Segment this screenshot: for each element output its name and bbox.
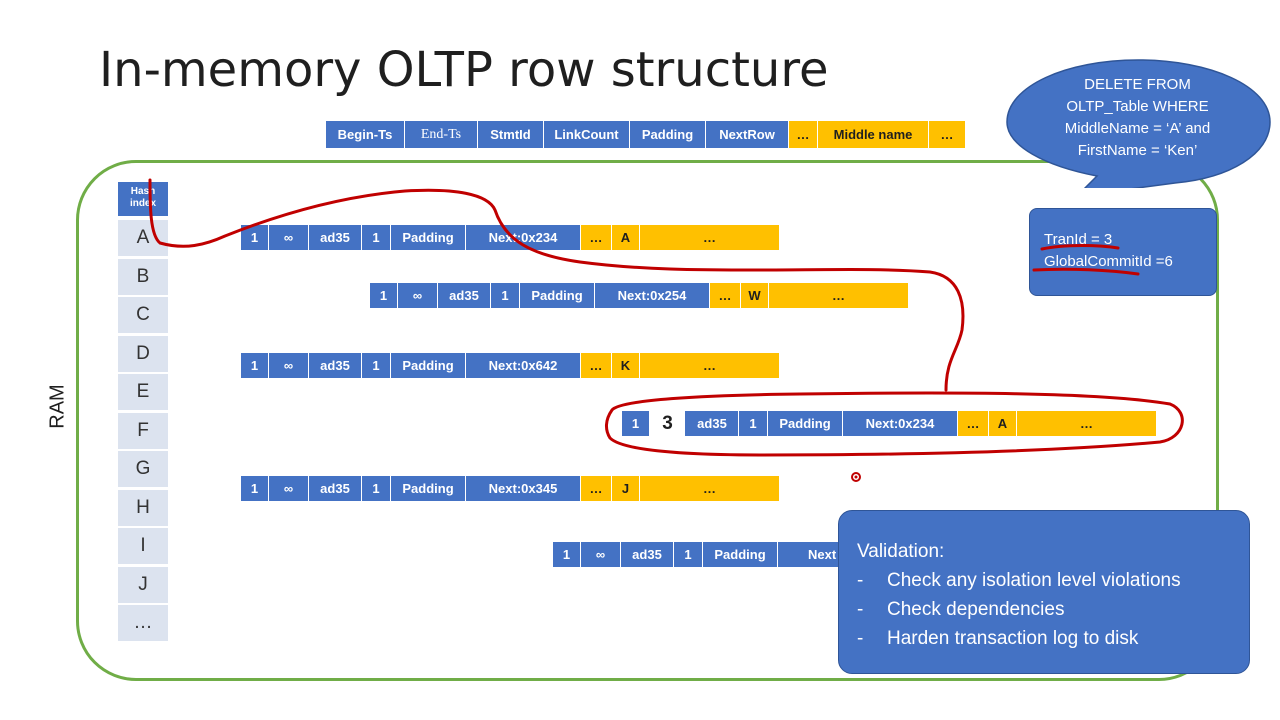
row-next-pointer: Next:0x642: [466, 353, 581, 378]
row-middle-name: J: [612, 476, 640, 501]
hash-bucket: H: [118, 489, 168, 526]
row-version-deleted: 1 3 ad35 1 Padding Next:0x234 … A …: [622, 411, 1157, 436]
row-padding: Padding: [703, 542, 778, 567]
validation-item: -Check dependencies: [857, 599, 1065, 620]
row-end-ts: ∞: [269, 353, 309, 378]
transaction-info-box: TranId = 3 GlobalCommitId =6: [1029, 208, 1217, 296]
row-stmtid: ad35: [309, 225, 362, 250]
row-begin-ts: 1: [241, 476, 269, 501]
header-field-ellipsis-end: …: [929, 121, 966, 148]
row-next-pointer: Next:0x234: [843, 411, 958, 436]
row-linkcount: 1: [491, 283, 520, 308]
callout-line: OLTP_Table WHERE: [1066, 98, 1209, 115]
row-begin-ts: 1: [241, 353, 269, 378]
ram-label: RAM: [46, 384, 69, 429]
hash-bucket: F: [118, 412, 168, 449]
row-next-pointer: Next:0x254: [595, 283, 710, 308]
row-ellipsis: …: [710, 283, 741, 308]
hash-index-column: A B C D E F G H I J …: [118, 220, 168, 644]
callout-line: MiddleName = ‘A’ and: [1064, 120, 1211, 137]
row-stmtid: ad35: [309, 353, 362, 378]
row-end-ts: ∞: [269, 225, 309, 250]
row-padding: Padding: [391, 476, 466, 501]
row-padding: Padding: [520, 283, 595, 308]
row-end-ts-updated: 3: [650, 411, 686, 436]
header-field-stmtid: StmtId: [478, 121, 544, 148]
row-ellipsis: …: [581, 353, 612, 378]
callout-line: FirstName = ‘Ken’: [1077, 142, 1198, 159]
header-field-begin-ts: Begin-Ts: [326, 121, 405, 148]
row-linkcount: 1: [362, 476, 391, 501]
header-field-nextrow: NextRow: [706, 121, 789, 148]
row-version: 1 ∞ ad35 1 Padding Next:0x642 … K …: [241, 353, 780, 378]
row-end-ts: ∞: [581, 542, 621, 567]
row-next-pointer: Next:0x234: [466, 225, 581, 250]
hash-bucket: D: [118, 335, 168, 372]
row-version: 1 ∞ ad35 1 Padding Next:0x234 … A …: [241, 225, 780, 250]
hash-bucket: E: [118, 374, 168, 410]
row-linkcount: 1: [362, 225, 391, 250]
header-field-linkcount: LinkCount: [544, 121, 630, 148]
row-middle-name: K: [612, 353, 640, 378]
hash-bucket: B: [118, 258, 168, 295]
row-ellipsis: …: [581, 225, 612, 250]
row-end-ts: ∞: [398, 283, 438, 308]
hash-bucket: G: [118, 451, 168, 487]
hash-index-header: Hash index: [118, 182, 168, 216]
row-begin-ts: 1: [241, 225, 269, 250]
global-commit-id: GlobalCommitId =6: [1044, 253, 1173, 270]
row-version: 1 ∞ ad35 1 Padding Next:0x345 … J …: [241, 476, 780, 501]
row-end-ts: ∞: [269, 476, 309, 501]
hash-bucket: C: [118, 297, 168, 333]
row-stmtid: ad35: [309, 476, 362, 501]
row-rest: …: [1017, 411, 1157, 436]
row-padding: Padding: [391, 225, 466, 250]
row-stmtid: ad35: [686, 411, 739, 436]
header-field-ellipsis: …: [789, 121, 818, 148]
validation-box: Validation: -Check any isolation level v…: [838, 510, 1250, 674]
validation-title: Validation:: [857, 541, 945, 562]
header-field-end-ts: End-Ts: [405, 121, 478, 148]
hash-bucket: …: [118, 605, 168, 641]
row-stmtid: ad35: [621, 542, 674, 567]
header-field-middle-name: Middle name: [818, 121, 929, 148]
row-middle-name: A: [989, 411, 1017, 436]
row-rest: …: [640, 476, 780, 501]
row-begin-ts: 1: [622, 411, 650, 436]
slide-title: In-memory OLTP row structure: [99, 42, 829, 98]
row-begin-ts: 1: [553, 542, 581, 567]
row-rest: …: [640, 353, 780, 378]
row-linkcount: 1: [362, 353, 391, 378]
row-middle-name: A: [612, 225, 640, 250]
validation-item: -Harden transaction log to disk: [857, 628, 1139, 649]
ram-container: [76, 160, 1219, 681]
header-field-padding: Padding: [630, 121, 706, 148]
row-padding: Padding: [768, 411, 843, 436]
row-next-pointer: Next:0x345: [466, 476, 581, 501]
row-linkcount: 1: [674, 542, 703, 567]
row-padding: Padding: [391, 353, 466, 378]
row-version: 1 ∞ ad35 1 Padding Next:0x254 … W …: [370, 283, 909, 308]
hash-bucket: A: [118, 220, 168, 256]
row-begin-ts: 1: [370, 283, 398, 308]
row-rest: …: [640, 225, 780, 250]
callout-text: DELETE FROM OLTP_Table WHERE MiddleName …: [1035, 74, 1240, 162]
row-ellipsis: …: [958, 411, 989, 436]
row-linkcount: 1: [739, 411, 768, 436]
hash-bucket: J: [118, 566, 168, 603]
callout-bubble: [1006, 59, 1271, 188]
hash-bucket: I: [118, 528, 168, 564]
row-structure-header: Begin-Ts End-Ts StmtId LinkCount Padding…: [326, 121, 966, 148]
row-middle-name: W: [741, 283, 769, 308]
callout-line: DELETE FROM: [1084, 76, 1191, 93]
row-ellipsis: …: [581, 476, 612, 501]
validation-item: -Check any isolation level violations: [857, 570, 1181, 591]
tran-id: TranId = 3: [1044, 231, 1113, 248]
row-stmtid: ad35: [438, 283, 491, 308]
row-rest: …: [769, 283, 909, 308]
